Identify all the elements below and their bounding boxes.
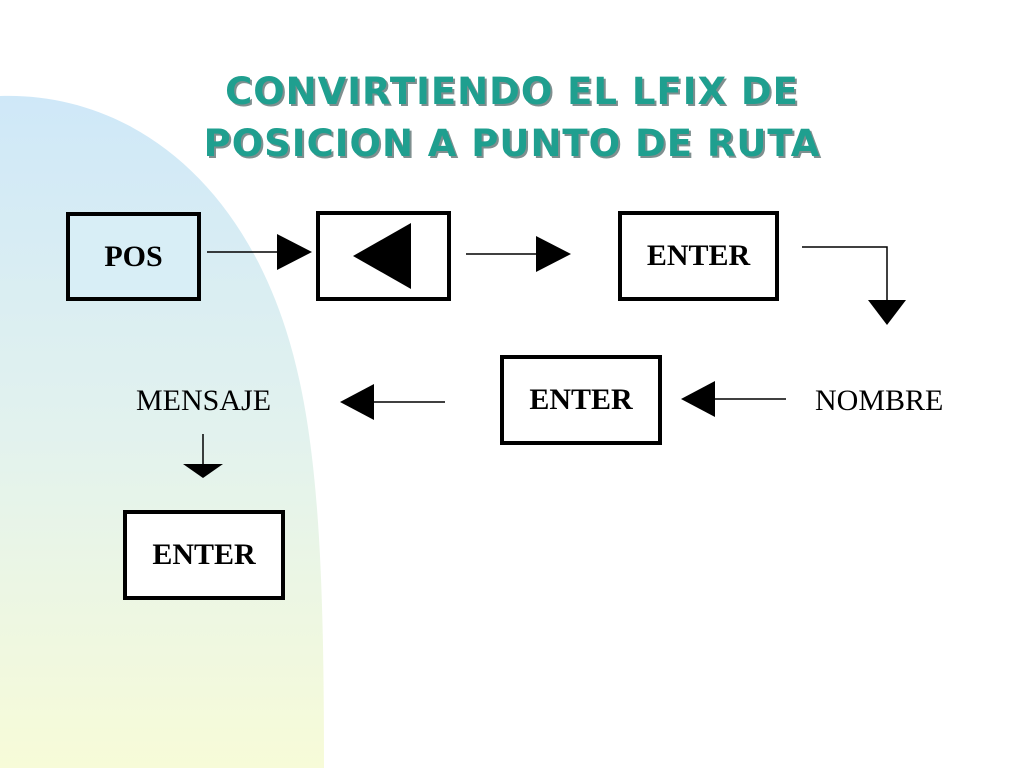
arrow-left-icon [681,381,786,417]
left-triangle-icon [352,223,411,289]
enter-key-label-1: ENTER [646,239,751,272]
arrow-left-icon [340,384,445,420]
nombre-label: NOMBRE [815,384,944,417]
enter-key-label-3: ENTER [152,538,256,571]
arrow-elbow-down-icon [802,246,906,325]
enter-key-label-2: ENTER [529,383,633,416]
arrow-down-icon [183,434,223,478]
arrow-right-icon [466,236,571,272]
title-line-2: POSICION A PUNTO DE RUTA [203,122,821,165]
arrow-right-icon [207,234,312,270]
enter-key-box-1: ENTER [618,211,779,301]
pos-key-box: POS [66,212,201,301]
slide-title: CONVIRTIENDO EL LFIX DE POSICION A PUNTO… [0,66,1024,170]
enter-key-box-3: ENTER [123,510,285,600]
pos-key-label: POS [104,239,163,273]
left-arrow-key-box [316,211,451,301]
title-line-1: CONVIRTIENDO EL LFIX DE [225,70,799,113]
mensaje-label: MENSAJE [136,384,272,417]
enter-key-box-2: ENTER [500,355,662,445]
